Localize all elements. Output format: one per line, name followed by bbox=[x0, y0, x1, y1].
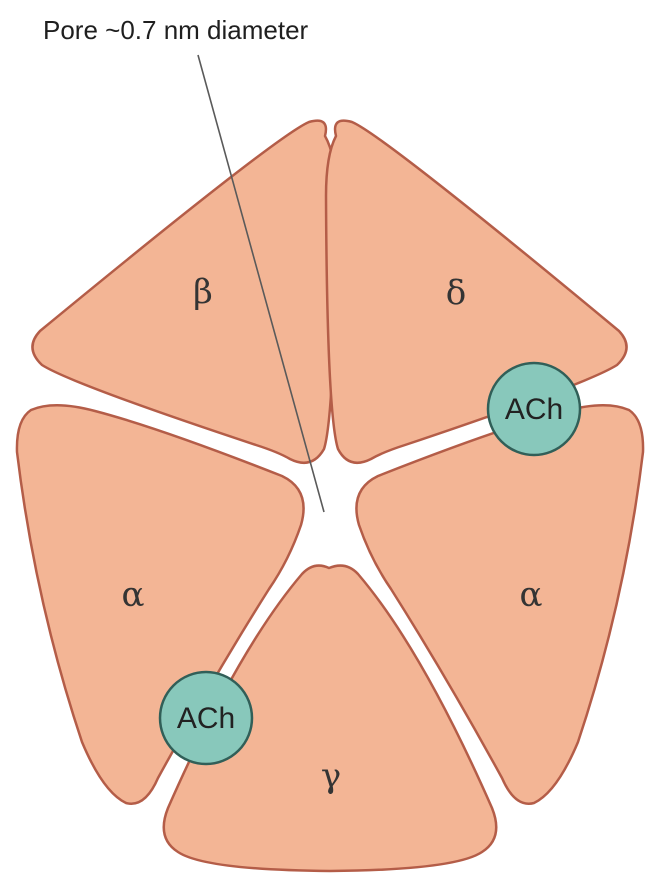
pore-label: Pore ~0.7 nm diameter bbox=[43, 15, 309, 45]
subunit-label-delta: δ bbox=[446, 273, 466, 313]
subunit-label-alpha-left: α bbox=[122, 575, 145, 615]
subunit-label-gamma: γ bbox=[321, 756, 341, 796]
ach-binding-site-upper: ACh bbox=[488, 363, 580, 455]
subunit-label-beta: β bbox=[193, 272, 213, 312]
ach-binding-site-lower: ACh bbox=[160, 672, 252, 764]
ach-label-lower: ACh bbox=[177, 702, 235, 735]
ach-label-upper: ACh bbox=[505, 393, 563, 426]
subunit-label-alpha-right: α bbox=[520, 575, 543, 615]
